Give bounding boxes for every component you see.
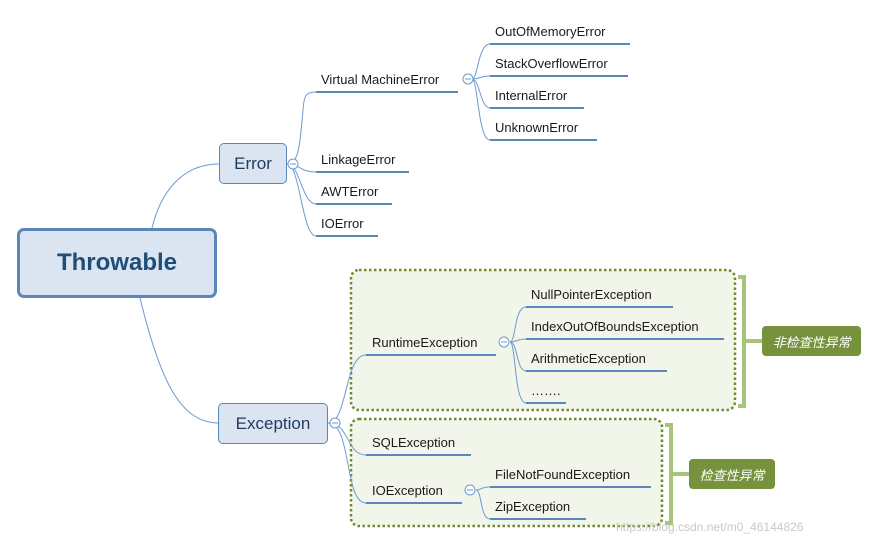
root-node[interactable]: Throwable [17,228,217,298]
connector-runtime-etc [509,341,566,404]
connector-root-error [151,163,220,229]
collapse-vme-icon[interactable] [462,73,474,85]
error-label: Error [234,153,272,173]
sql-exception-node[interactable]: SQLException [372,435,456,450]
connector-runtime-arith [509,341,667,372]
linkage-error-node[interactable]: LinkageError [321,152,396,167]
connector-vme-internal [471,78,584,109]
checked-group-box [349,417,664,528]
exception-node[interactable]: Exception [218,403,328,444]
connector-error-trunk [286,109,304,165]
root-label: Throwable [56,249,177,276]
unchecked-tag: 非检查性异常 [762,326,861,356]
io-error-node[interactable]: IOError [321,216,364,231]
collapse-error-icon[interactable] [287,158,299,170]
error-node[interactable]: Error [219,143,287,184]
vme-node[interactable]: Virtual MachineError [321,72,440,87]
connector-error-vme [302,91,458,111]
collapse-ioexception-icon[interactable] [464,484,476,496]
zip-exception-node[interactable]: ZipException [495,499,571,514]
connector-runtime-npe [509,306,673,343]
stackoverflow-error-node[interactable]: StackOverflowError [495,56,608,71]
exception-label: Exception [235,413,311,433]
unknown-error-node[interactable]: UnknownError [495,120,579,135]
connector-vme-so [471,75,628,80]
filenotfound-node[interactable]: FileNotFoundException [495,467,631,482]
runtime-exception-node[interactable]: RuntimeException [372,335,478,350]
connector-io-zip [475,489,586,520]
connector-root-exception [139,297,220,424]
collapse-runtime-icon[interactable] [498,336,510,348]
connector-runtime-ioob [509,338,724,343]
checked-bracket [665,423,689,525]
unchecked-bracket [738,275,762,408]
internal-error-node[interactable]: InternalError [495,88,568,103]
awt-error-node[interactable]: AWTError [321,184,379,199]
arithmetic-node[interactable]: ArithmeticException [531,351,646,366]
watermark: https://blog.csdn.net/m0_46144826 [616,520,804,534]
connector-vme-unknown [471,78,597,141]
ioob-node[interactable]: IndexOutOfBoundsException [531,319,699,334]
connector-io-fnf [475,486,651,491]
io-exception-node[interactable]: IOException [372,483,443,498]
collapse-exception-icon[interactable] [329,417,341,429]
connector-vme-oom [471,43,630,80]
oom-error-node[interactable]: OutOfMemoryError [495,24,606,39]
ellipsis-node[interactable]: ……. [531,383,561,398]
checked-tag: 检查性异常 [689,459,775,489]
npe-node[interactable]: NullPointerException [531,287,652,302]
